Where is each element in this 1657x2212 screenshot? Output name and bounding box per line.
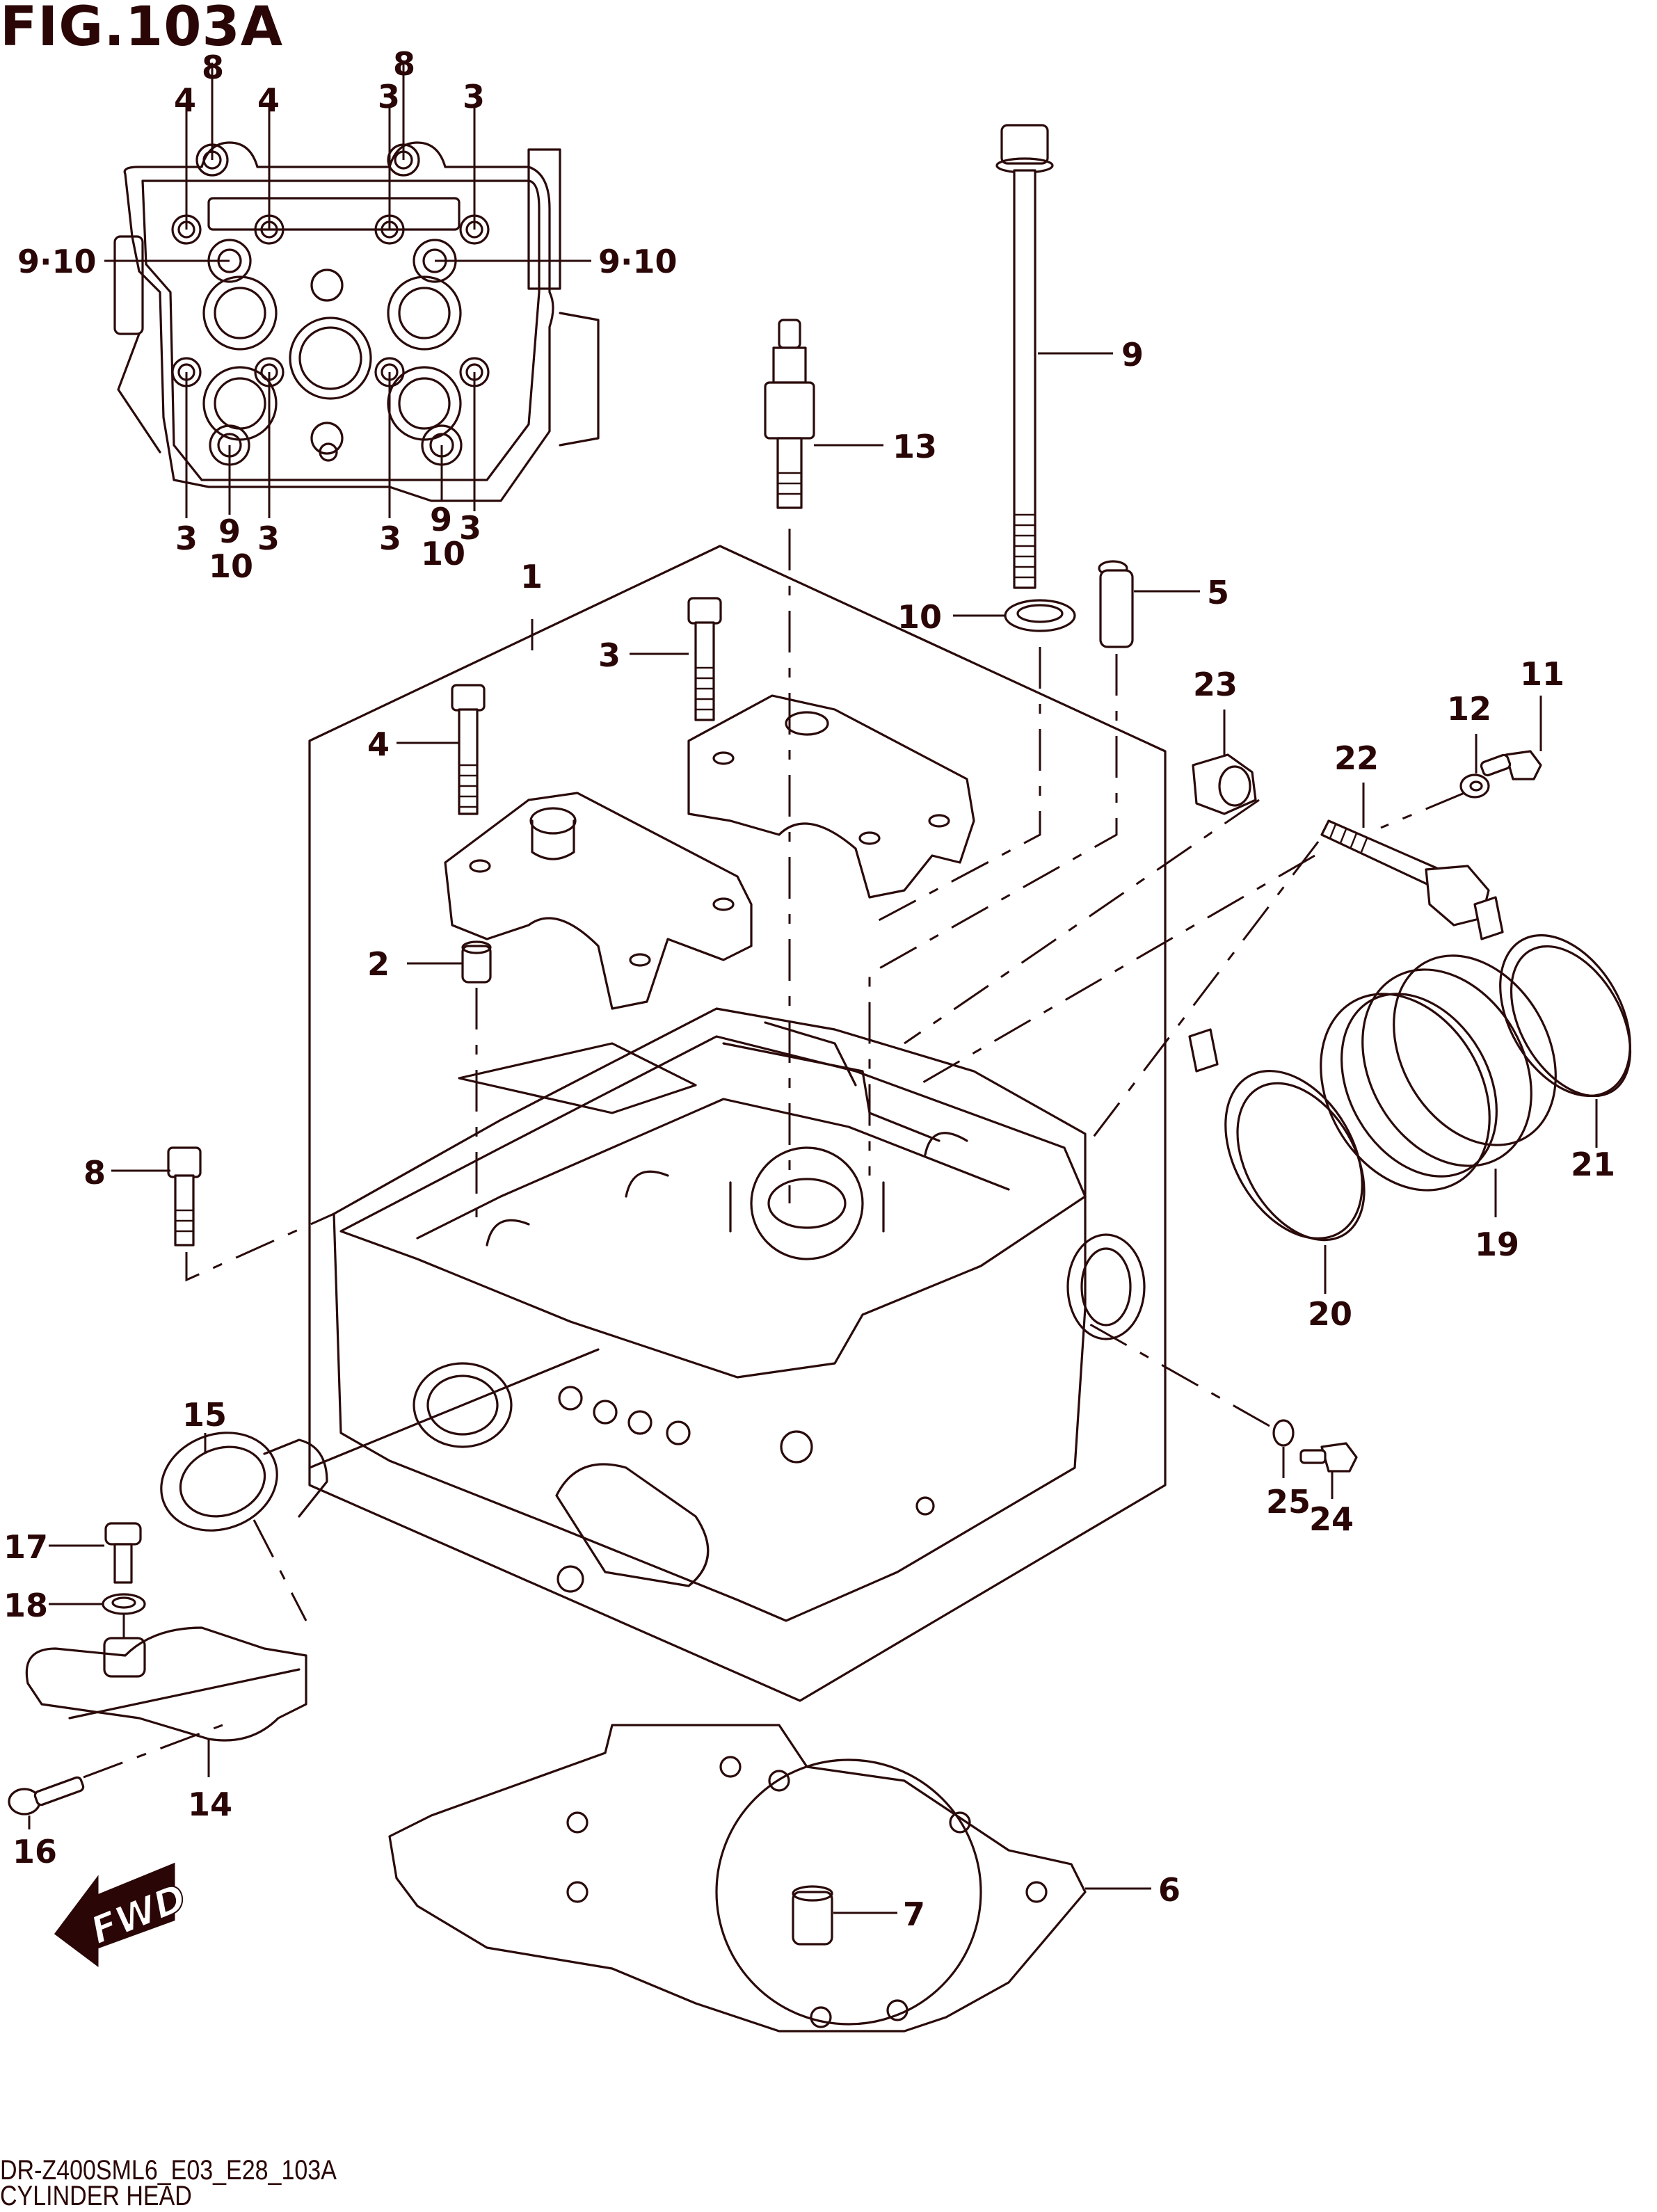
callout-19: 19 [1475, 1226, 1519, 1263]
washer-18 [102, 1593, 146, 1615]
callout-5: 5 [1207, 574, 1229, 611]
camshaft-holder-left [444, 792, 753, 1010]
callout-12: 12 [1447, 690, 1491, 728]
callout-3: 3 [598, 636, 621, 674]
stud-bolt-9 [995, 124, 1054, 589]
dowel-pin-7 [792, 1885, 833, 1946]
callout-6: 6 [1158, 1871, 1180, 1909]
callout-23: 23 [1193, 666, 1238, 703]
collar-nut-23 [1192, 753, 1257, 815]
spark-plug-13 [764, 319, 815, 509]
intake-pipe-19 [1320, 954, 1557, 1192]
stud-bolt-22 [1320, 819, 1490, 927]
washer-12 [1459, 774, 1490, 799]
oil-jet-5 [1098, 560, 1134, 648]
camshaft-holder-right [687, 694, 975, 899]
callout-16: 16 [13, 1833, 57, 1870]
inset-top-view: 8 8 4 4 3 3 9·10 9·10 3 9 10 3 3 9 10 3 [17, 45, 678, 585]
callout-20: 20 [1308, 1295, 1352, 1333]
callout-24: 24 [1309, 1500, 1354, 1538]
callout-inset-910-left: 9·10 [17, 243, 97, 280]
callout-10: 10 [897, 598, 942, 636]
callout-15: 15 [182, 1396, 227, 1434]
callout-13: 13 [892, 428, 937, 465]
figure-title: FIG.103A [0, 0, 284, 58]
callout-4: 4 [367, 726, 390, 763]
head-gasket-6 [388, 1724, 1087, 2033]
callout-21: 21 [1571, 1146, 1615, 1183]
washer-10 [1004, 599, 1076, 632]
callout-inset-4-b: 4 [257, 81, 280, 119]
bolt-11 [1480, 750, 1542, 780]
assembly-outline-box [308, 545, 1167, 1702]
callout-18: 18 [3, 1587, 48, 1624]
callout-7: 7 [903, 1896, 925, 1933]
callout-inset-910-right: 9·10 [598, 243, 678, 280]
section-name: CYLINDER HEAD [0, 2181, 192, 2211]
callout-inset-3-b: 3 [463, 78, 485, 115]
callout-11: 11 [1520, 655, 1564, 693]
callout-14: 14 [188, 1786, 232, 1823]
bolt-4 [451, 684, 486, 815]
callout-9: 9 [1121, 336, 1144, 374]
bolt-3 [687, 597, 722, 721]
dowel-pin-2 [461, 940, 492, 984]
callout-inset-3-f: 3 [459, 509, 481, 547]
callout-17: 17 [3, 1528, 48, 1566]
callout-inset-10-left: 10 [209, 547, 253, 585]
callout-25: 25 [1266, 1483, 1311, 1521]
bolt-17 [104, 1522, 142, 1584]
clamp-20 [1188, 1028, 1366, 1242]
bolt-16 [8, 1776, 85, 1816]
plug-bolt-24 [1299, 1442, 1358, 1473]
thermostat-15 [160, 1432, 328, 1532]
forward-direction-arrow: FWD [54, 1862, 193, 1967]
callout-8: 8 [83, 1154, 106, 1192]
callout-inset-9-left: 9 [218, 513, 241, 550]
callout-1: 1 [520, 558, 543, 595]
callout-inset-4-a: 4 [174, 81, 196, 119]
clamp-21 [1473, 896, 1632, 1098]
gasket-25 [1272, 1419, 1295, 1447]
bolt-8 [167, 1146, 202, 1247]
callout-inset-9-right: 9 [430, 501, 452, 538]
callout-2: 2 [367, 945, 390, 983]
cylinder-head-body [333, 1007, 1146, 1622]
thermostat-cover-14 [25, 1626, 307, 1742]
callout-inset-8-left: 8 [202, 49, 224, 86]
callout-inset-8-right: 8 [393, 45, 415, 83]
callout-inset-3-c: 3 [175, 520, 198, 557]
callout-inset-10-right: 10 [421, 535, 465, 572]
callout-22: 22 [1334, 739, 1379, 777]
callout-inset-3-e: 3 [379, 520, 401, 557]
model-code: DR-Z400SML6_E03_E28_103A [0, 2155, 337, 2186]
callout-inset-3-d: 3 [257, 520, 280, 557]
callout-inset-3-a: 3 [378, 78, 400, 115]
